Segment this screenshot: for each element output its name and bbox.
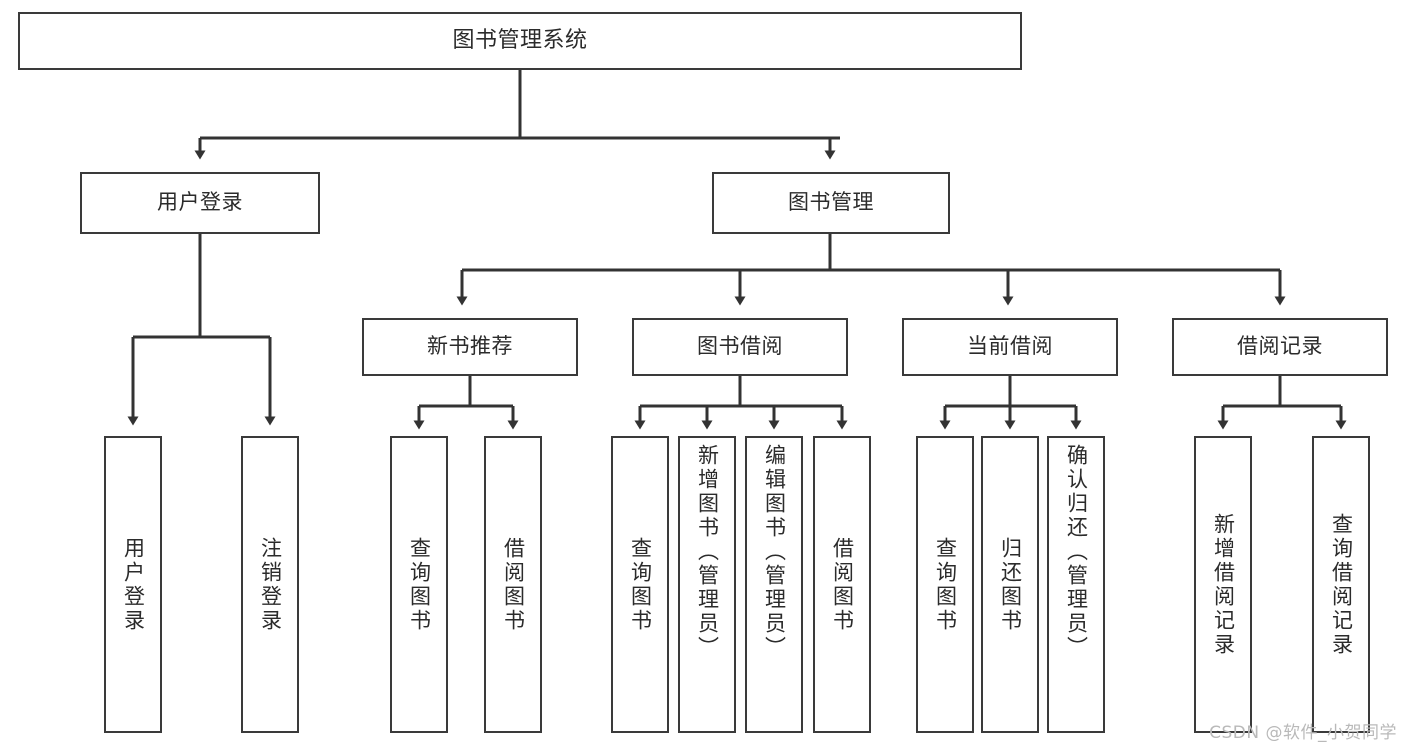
leaf-book-borrow-1[interactable]: 查询图书: [611, 436, 669, 733]
node-book-manage-label: 图书管理: [788, 190, 874, 215]
node-user-login-label: 用户登录: [157, 190, 243, 215]
node-user-login[interactable]: 用户登录: [80, 172, 320, 234]
leaf-borrow-record-1[interactable]: 新增借阅记录: [1194, 436, 1252, 733]
watermark: CSDN @软件_小贺同学: [1209, 723, 1397, 743]
leaf-user-login-2-label: 注销登录: [258, 536, 283, 633]
node-book-borrow[interactable]: 图书借阅: [632, 318, 848, 376]
node-new-book-recommend-label: 新书推荐: [427, 334, 513, 359]
leaf-borrow-record-1-label: 新增借阅记录: [1211, 512, 1236, 657]
leaf-book-borrow-1-label: 查询图书: [628, 536, 653, 633]
leaf-current-borrow-1-label: 查询图书: [933, 536, 958, 633]
leaf-current-borrow-2-label: 归还图书: [998, 536, 1023, 633]
node-current-borrow-label: 当前借阅: [967, 334, 1053, 359]
leaf-new-book-1[interactable]: 查询图书: [390, 436, 448, 733]
leaf-book-borrow-3[interactable]: 编辑图书（管理员）: [745, 436, 803, 733]
leaf-book-borrow-4-label: 借阅图书: [830, 536, 855, 633]
node-root[interactable]: 图书管理系统: [18, 12, 1022, 70]
leaf-borrow-record-2[interactable]: 查询借阅记录: [1312, 436, 1370, 733]
leaf-book-borrow-2[interactable]: 新增图书（管理员）: [678, 436, 736, 733]
leaf-current-borrow-3[interactable]: 确认归还（管理员）: [1047, 436, 1105, 733]
node-book-borrow-label: 图书借阅: [697, 334, 783, 359]
leaf-book-borrow-4[interactable]: 借阅图书: [813, 436, 871, 733]
leaf-new-book-2[interactable]: 借阅图书: [484, 436, 542, 733]
node-new-book-recommend[interactable]: 新书推荐: [362, 318, 578, 376]
leaf-new-book-1-label: 查询图书: [407, 536, 432, 633]
node-current-borrow[interactable]: 当前借阅: [902, 318, 1118, 376]
leaf-new-book-2-label: 借阅图书: [501, 536, 526, 633]
node-borrow-record-label: 借阅记录: [1237, 334, 1323, 359]
leaf-user-login-2[interactable]: 注销登录: [241, 436, 299, 733]
node-root-label: 图书管理系统: [452, 27, 588, 53]
leaf-current-borrow-1[interactable]: 查询图书: [916, 436, 974, 733]
leaf-user-login-1-label: 用户登录: [121, 536, 146, 633]
leaf-borrow-record-2-label: 查询借阅记录: [1329, 512, 1354, 657]
leaf-book-borrow-2-label: 新增图书（管理员）: [695, 444, 720, 660]
node-borrow-record[interactable]: 借阅记录: [1172, 318, 1388, 376]
leaf-user-login-1[interactable]: 用户登录: [104, 436, 162, 733]
node-book-manage[interactable]: 图书管理: [712, 172, 950, 234]
leaf-book-borrow-3-label: 编辑图书（管理员）: [762, 444, 787, 660]
leaf-current-borrow-3-label: 确认归还（管理员）: [1064, 444, 1089, 660]
leaf-current-borrow-2[interactable]: 归还图书: [981, 436, 1039, 733]
